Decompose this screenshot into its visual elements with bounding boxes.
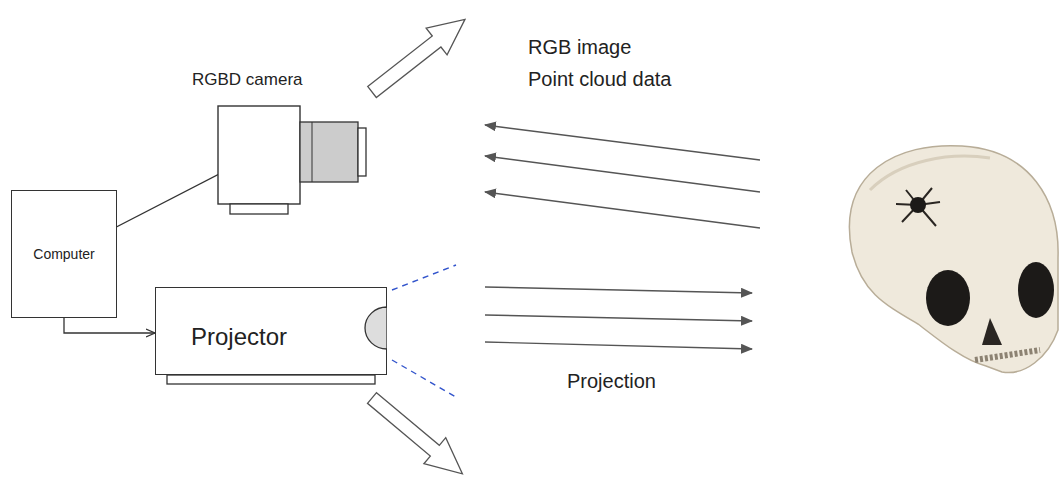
device-label: RGBD camera <box>192 70 303 90</box>
node-label: Computer <box>33 246 94 262</box>
signal-connector <box>64 318 155 333</box>
skull-illustration <box>849 146 1058 373</box>
node-label: Projector <box>191 323 287 351</box>
projection-rays <box>485 287 752 349</box>
data-label: RGB image <box>528 36 631 59</box>
hollow-arrow <box>362 6 476 105</box>
projection-label: Projection <box>567 370 656 393</box>
projector-box: Projector <box>155 287 387 375</box>
projection-cone <box>392 265 456 397</box>
lens-symbol <box>357 306 387 350</box>
hollow-arrow <box>361 385 473 487</box>
camera-device: RGBD camera <box>192 66 370 218</box>
data-label: Point cloud data <box>528 68 671 91</box>
process-box: Computer <box>11 190 117 318</box>
data-rays <box>485 125 760 228</box>
projector-base <box>167 375 375 384</box>
